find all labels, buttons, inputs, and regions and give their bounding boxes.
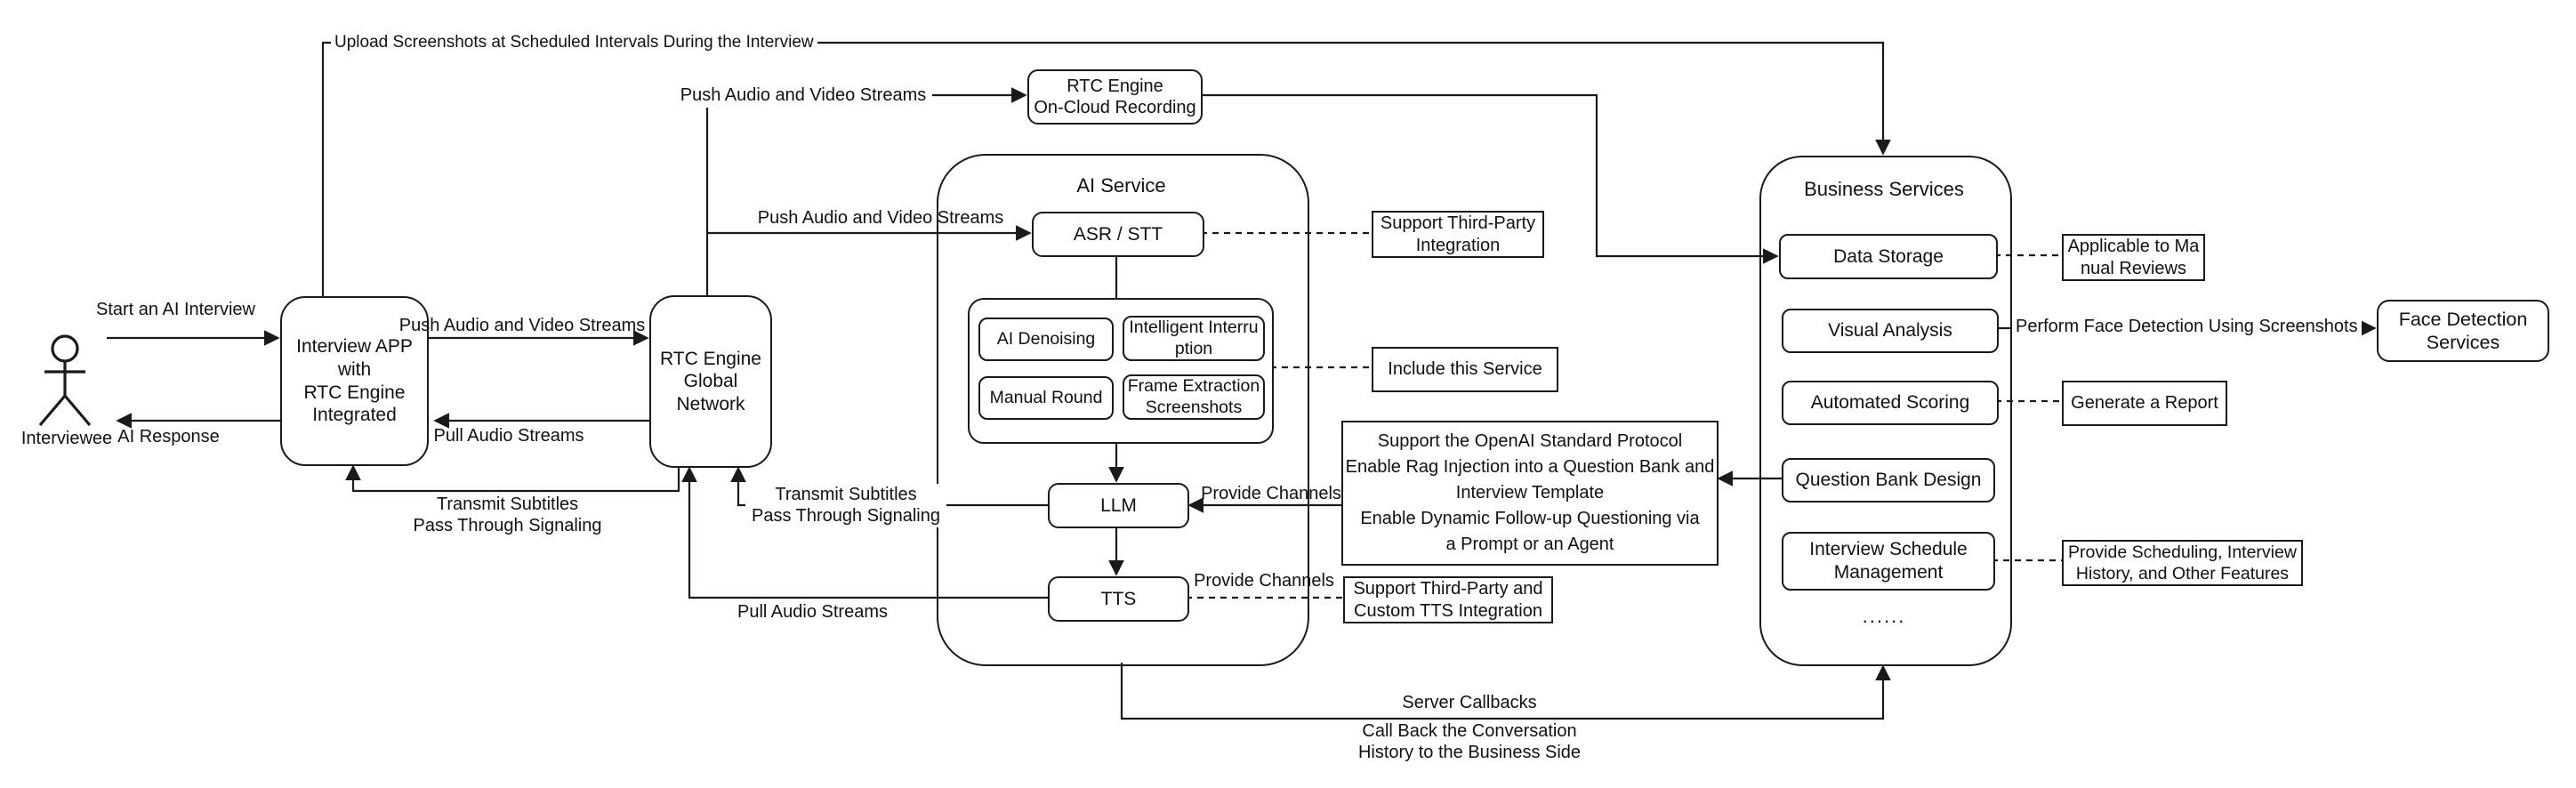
label-pull-audio-network-app: Pull Audio Streams [433, 426, 584, 446]
label-perform-face-detection: Perform Face Detection Using Screenshots [2012, 316, 2362, 339]
node-question-bank-design: Question Bank Design [1782, 458, 1995, 503]
note-provide-scheduling: Provide Scheduling, Interview History, a… [2062, 540, 2303, 586]
label-transmit-llm-network: Transmit Subtitles Pass Through Signalin… [745, 484, 946, 528]
label-push-av-recording: Push Audio and Video Streams [674, 84, 932, 108]
label-start-interview: Start an AI Interview [96, 300, 255, 319]
edge-upload-screenshots [321, 41, 1891, 296]
label-upload-screenshots: Upload Screenshots at Scheduled Interval… [331, 32, 817, 54]
edge-pull-audio-tts-to-network [681, 466, 1048, 599]
note-generate-report: Generate a Report [2062, 381, 2227, 426]
label-provide-channels-llm: Provide Channels [1201, 484, 1341, 503]
node-automated-scoring: Automated Scoring [1782, 381, 1999, 425]
label-pull-audio-tts-network: Pull Audio Streams [737, 602, 888, 622]
ai-service-title: AI Service [1076, 174, 1166, 197]
edge-recording-to-storage [1199, 93, 1779, 264]
node-rtc-on-cloud-recording: RTC Engine On-Cloud Recording [1027, 69, 1203, 125]
node-face-detection-services: Face Detection Services [2377, 300, 2549, 362]
node-manual-round: Manual Round [978, 376, 1114, 420]
node-visual-analysis: Visual Analysis [1782, 309, 1999, 353]
node-asr-stt: ASR / STT [1032, 212, 1204, 257]
edge-transmit-network-to-app [345, 464, 680, 493]
label-call-back-history: Call Back the Conversation History to th… [1357, 721, 1582, 762]
label-transmit-network-app: Transmit Subtitles Pass Through Signalin… [413, 495, 602, 535]
node-interview-app: Interview APP with RTC Engine Integrated [280, 296, 429, 466]
note-openai-protocol: Support the OpenAI Standard Protocol Ena… [1341, 421, 1719, 566]
label-push-av-asr: Push Audio and Video Streams [757, 208, 1004, 228]
more-services-dots: ...... [1862, 605, 1906, 627]
note-custom-tts-integration: Support Third-Party and Custom TTS Integ… [1343, 576, 1553, 623]
note-include-this-service: Include this Service [1372, 347, 1558, 392]
interviewee-figure-icon [38, 334, 92, 427]
node-rtc-global-network: RTC Engine Global Network [649, 295, 772, 468]
node-data-storage: Data Storage [1779, 234, 1998, 279]
label-push-av-app-network: Push Audio and Video Streams [398, 316, 646, 335]
node-frame-extraction: Frame Extraction Screenshots [1123, 374, 1265, 420]
label-server-callbacks: Server Callbacks [1402, 693, 1537, 712]
node-tts: TTS [1048, 576, 1189, 622]
note-support-third-party: Support Third-Party Integration [1372, 211, 1544, 258]
edge-server-callbacks [1120, 663, 1891, 720]
interviewee-label: Interviewee [20, 429, 113, 448]
label-provide-channels-tts: Provide Channels [1194, 571, 1334, 591]
label-ai-response: AI Response [117, 427, 220, 446]
node-interview-schedule-management: Interview Schedule Management [1782, 532, 1995, 591]
note-manual-reviews: Applicable to Ma nual Reviews [2062, 234, 2205, 281]
node-intelligent-interruption: Intelligent Interru ption [1123, 316, 1265, 361]
business-services-title: Business Services [1804, 178, 1964, 200]
node-llm: LLM [1048, 483, 1189, 528]
node-ai-denoising: AI Denoising [978, 318, 1114, 361]
